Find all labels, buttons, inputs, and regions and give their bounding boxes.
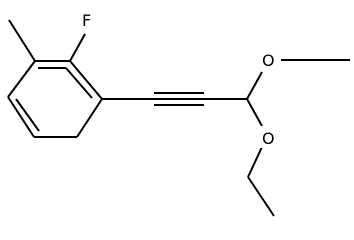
lower-oxygen-label-background — [259, 126, 281, 148]
methyl-bond — [8, 19, 36, 62]
lower-ethoxy-group — [247, 146, 275, 217]
ring-bond-c3-c4 — [7, 60, 36, 98]
upper-oxygen-label-background — [259, 48, 281, 70]
fluorine-label-background — [80, 10, 96, 30]
ring-bond-c4-c5 — [7, 96, 35, 138]
ring-double-bond-inner-2 — [15, 98, 40, 132]
alkyne-linker — [102, 92, 247, 106]
benzene-ring — [7, 60, 103, 138]
ring-bond-c6-c1 — [76, 98, 103, 138]
upper-oxygen-atom-label: O — [262, 51, 275, 70]
molecule-structure-diagram: F O O — [7, 10, 350, 217]
lower-ethyl-chain-bond — [247, 176, 275, 217]
ring-bond-c1-c2 — [69, 60, 103, 100]
atom-labels: F O O — [80, 10, 281, 148]
acetal-to-upper-oxygen-bond — [246, 71, 263, 100]
fluorine-atom-label: F — [82, 11, 91, 30]
ring-double-bond-inner-1 — [65, 67, 93, 99]
fluorine-bond — [69, 33, 86, 62]
acetal-to-lower-oxygen-bond — [246, 98, 263, 127]
lower-oxygen-ethyl-bond — [247, 146, 263, 178]
lower-oxygen-atom-label: O — [262, 129, 275, 148]
